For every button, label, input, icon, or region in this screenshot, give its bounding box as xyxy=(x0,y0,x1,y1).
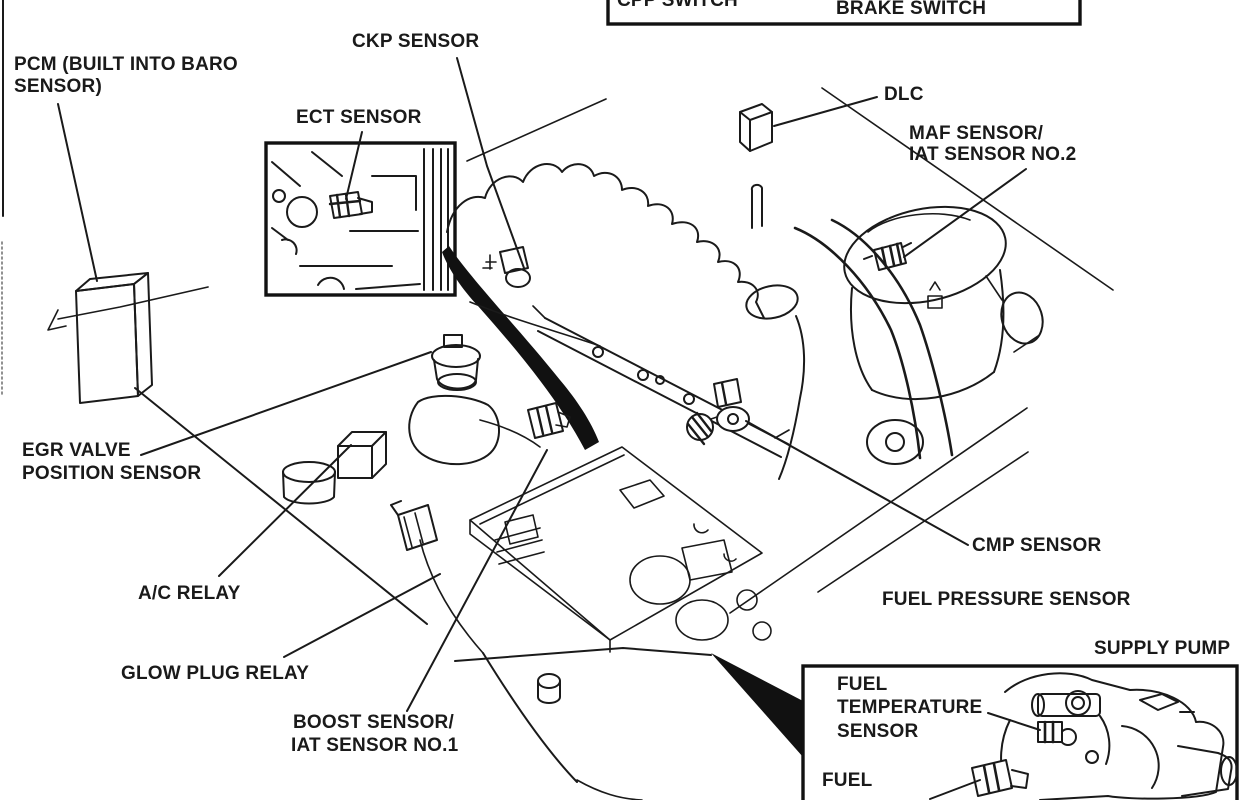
label-egr-line2: POSITION SENSOR xyxy=(22,463,202,484)
switch-callout-box xyxy=(606,0,1082,26)
label-fuel-bottom: FUEL xyxy=(822,770,873,791)
boost-leader xyxy=(406,449,548,712)
egr-valve xyxy=(408,334,541,466)
fuel-pressure-sensor xyxy=(686,411,724,446)
glow-plug-relay xyxy=(390,500,438,551)
ect-leader xyxy=(345,131,363,200)
ckp-sensor xyxy=(482,246,531,288)
body-reference-lines xyxy=(47,87,1114,614)
supply-pump-pointer-wedge xyxy=(711,653,803,757)
leader-lines xyxy=(57,57,1041,800)
page-edge-line xyxy=(1,0,4,397)
fuel-temperature-sensor xyxy=(1037,720,1063,744)
ac-relay-leader xyxy=(218,444,352,577)
supply-pump-inset xyxy=(801,664,1239,800)
label-ac-relay: A/C RELAY xyxy=(138,583,241,604)
label-cmp-sensor: CMP SENSOR xyxy=(972,535,1102,556)
ckp-leader xyxy=(456,57,525,269)
fuel-temp-leader xyxy=(987,712,1041,731)
dlc-leader xyxy=(773,96,878,127)
maf-iat2-sensor xyxy=(863,242,912,271)
label-fuel-temp-line3: SENSOR xyxy=(837,721,919,742)
glow-plug-leader xyxy=(283,573,441,658)
label-glow-plug-relay: GLOW PLUG RELAY xyxy=(121,663,310,684)
label-supply-pump: SUPPLY PUMP xyxy=(1094,638,1231,659)
label-fuel-temp-line1: FUEL xyxy=(837,674,888,695)
ect-pointer-wedge xyxy=(442,246,599,450)
pcm-leader xyxy=(57,103,98,282)
fuel-bottom-leader xyxy=(929,779,981,800)
label-cpp-switch: CPP SWITCH xyxy=(617,0,738,11)
egr-leader xyxy=(140,351,432,456)
cmp-leader xyxy=(745,420,969,546)
label-brake-switch: BRAKE SWITCH xyxy=(836,0,987,19)
label-boost-line1: BOOST SENSOR/ xyxy=(293,712,454,733)
label-maf-line1: MAF SENSOR/ xyxy=(909,123,1044,144)
dlc-connector xyxy=(739,103,773,152)
label-egr-line1: EGR VALVE xyxy=(22,440,131,461)
common-rail xyxy=(532,305,790,458)
maf-leader xyxy=(903,168,1027,258)
label-ckp-sensor: CKP SENSOR xyxy=(352,31,480,52)
label-boost-line2: IAT SENSOR NO.1 xyxy=(291,735,459,756)
pcm-module xyxy=(75,272,153,404)
pcm-lower-leader xyxy=(134,387,428,625)
label-pcm-line1: PCM (BUILT INTO BARO xyxy=(14,54,238,75)
label-maf-line2: IAT SENSOR NO.2 xyxy=(909,144,1077,165)
label-dlc: DLC xyxy=(884,84,924,105)
air-cleaner xyxy=(843,205,1044,401)
label-ect-sensor: ECT SENSOR xyxy=(296,107,422,128)
label-fuel-pressure-sensor: FUEL PRESSURE SENSOR xyxy=(882,589,1131,610)
cmp-sensor xyxy=(713,378,750,432)
label-fuel-temp-line2: TEMPERATURE xyxy=(837,697,983,718)
label-pcm-line2: SENSOR) xyxy=(14,76,102,97)
ect-inset xyxy=(264,141,457,297)
engine-art xyxy=(282,163,1044,800)
boost-iat1-sensor xyxy=(527,402,571,439)
ac-relay xyxy=(337,431,387,479)
